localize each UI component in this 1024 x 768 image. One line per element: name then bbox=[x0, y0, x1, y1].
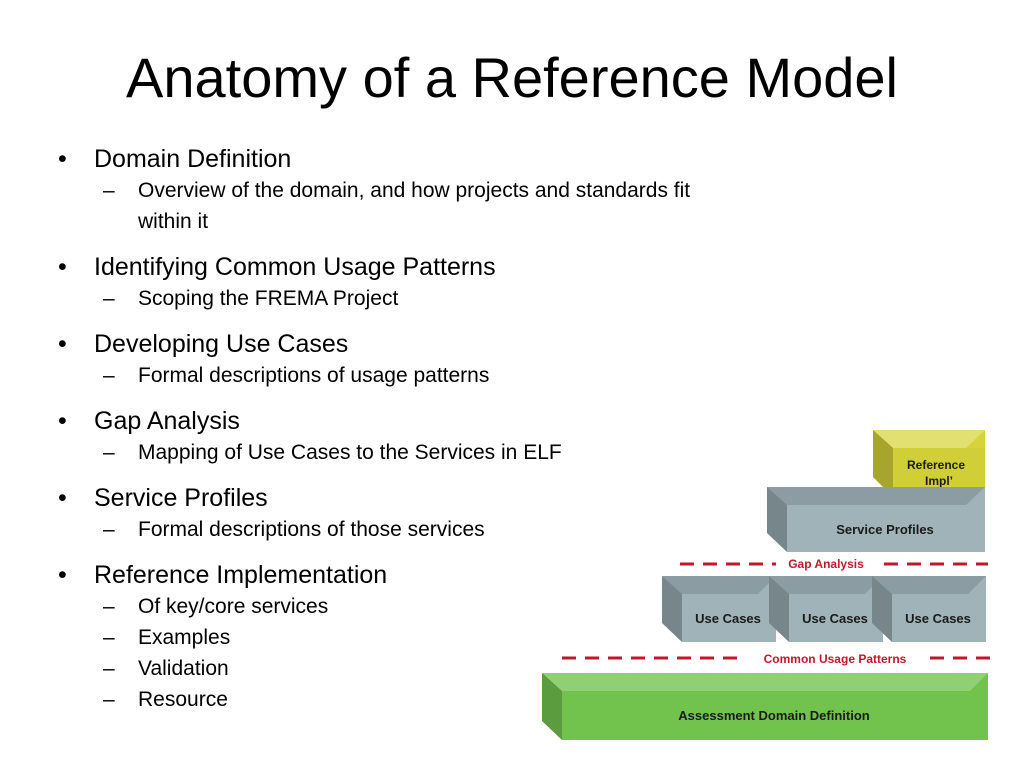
sub-bullet-text: Resource bbox=[138, 688, 228, 711]
sub-bullet-mark: – bbox=[103, 179, 115, 202]
bullet-item: • Developing Use Cases –Formal descriptio… bbox=[58, 328, 698, 391]
bullet-text: Developing Use Cases bbox=[94, 330, 349, 358]
bullet-text: Identifying Common Usage Patterns bbox=[94, 253, 496, 281]
bullet-list: •Domain Definition –Overview of the doma… bbox=[58, 143, 698, 729]
sub-bullet-text: Formal descriptions of those services bbox=[138, 518, 485, 541]
bullet-text: Reference Implementation bbox=[94, 561, 388, 589]
sub-bullet-mark: – bbox=[103, 688, 115, 711]
reference-impl-block: Reference Impl’ bbox=[873, 430, 985, 497]
service-profiles-block: Service Profiles bbox=[767, 487, 985, 552]
common-usage-patterns-label: Common Usage Patterns bbox=[764, 652, 907, 666]
reference-impl-label-line1: Reference bbox=[907, 458, 965, 472]
sub-bullet-text: Mapping of Use Cases to the Services in … bbox=[138, 441, 562, 464]
bullet-mark: • bbox=[58, 253, 67, 281]
sub-bullet-mark: – bbox=[103, 657, 115, 680]
sub-bullet-text: Scoping the FREMA Project bbox=[138, 287, 399, 310]
use-cases-block: Use Cases bbox=[769, 576, 883, 642]
bullet-item: • Gap Analysis –Mapping of Use Cases to t… bbox=[58, 405, 698, 468]
use-cases-block: Use Cases bbox=[662, 576, 776, 642]
gap-analysis-label: Gap Analysis bbox=[788, 557, 864, 571]
bullet-text: Service Profiles bbox=[94, 484, 268, 512]
sub-bullet-text: Examples bbox=[138, 626, 231, 649]
assessment-domain-label: Assessment Domain Definition bbox=[678, 708, 869, 723]
sub-bullet-mark: – bbox=[103, 364, 115, 387]
use-cases-label: Use Cases bbox=[802, 611, 868, 626]
service-profiles-label: Service Profiles bbox=[836, 522, 934, 537]
sub-bullet-text: Of key/core services bbox=[138, 595, 329, 618]
sub-bullet-text: Overview of the domain, and how projects… bbox=[138, 179, 691, 233]
sub-bullet-mark: – bbox=[103, 595, 115, 618]
bullet-text: Gap Analysis bbox=[94, 407, 240, 435]
reference-impl-label-line2: Impl’ bbox=[925, 474, 953, 488]
use-cases-label: Use Cases bbox=[905, 611, 971, 626]
assessment-domain-block: Assessment Domain Definition bbox=[542, 673, 988, 740]
bullet-item: • Identifying Common Usage Patterns –Scop… bbox=[58, 251, 698, 314]
bullet-mark: • bbox=[58, 407, 67, 435]
use-cases-block: Use Cases bbox=[872, 576, 986, 642]
sub-bullet-text: Formal descriptions of usage patterns bbox=[138, 364, 490, 387]
slide-title: Anatomy of a Reference Model bbox=[126, 46, 898, 109]
sub-bullet-mark: – bbox=[103, 287, 115, 310]
common-usage-patterns-line: Common Usage Patterns bbox=[562, 652, 990, 666]
bullet-mark: • bbox=[58, 561, 67, 589]
use-cases-label: Use Cases bbox=[695, 611, 761, 626]
bullet-item: • Domain Definition –Overview of the doma… bbox=[58, 143, 698, 237]
bullet-mark: • bbox=[58, 484, 67, 512]
bullet-text: Domain Definition bbox=[94, 145, 292, 173]
sub-bullet-mark: – bbox=[103, 626, 115, 649]
sub-bullet-mark: – bbox=[103, 441, 115, 464]
sub-bullet-text: Validation bbox=[138, 657, 229, 680]
sub-bullet-mark: – bbox=[103, 518, 115, 541]
bullet-item: • Service Profiles –Formal descriptions o… bbox=[58, 482, 698, 545]
bullet-mark: • bbox=[58, 145, 67, 173]
bullet-item: •Reference Implementation –Of key/core s… bbox=[58, 559, 698, 715]
gap-analysis-line: Gap Analysis bbox=[680, 557, 988, 571]
bullet-mark: • bbox=[58, 330, 67, 358]
